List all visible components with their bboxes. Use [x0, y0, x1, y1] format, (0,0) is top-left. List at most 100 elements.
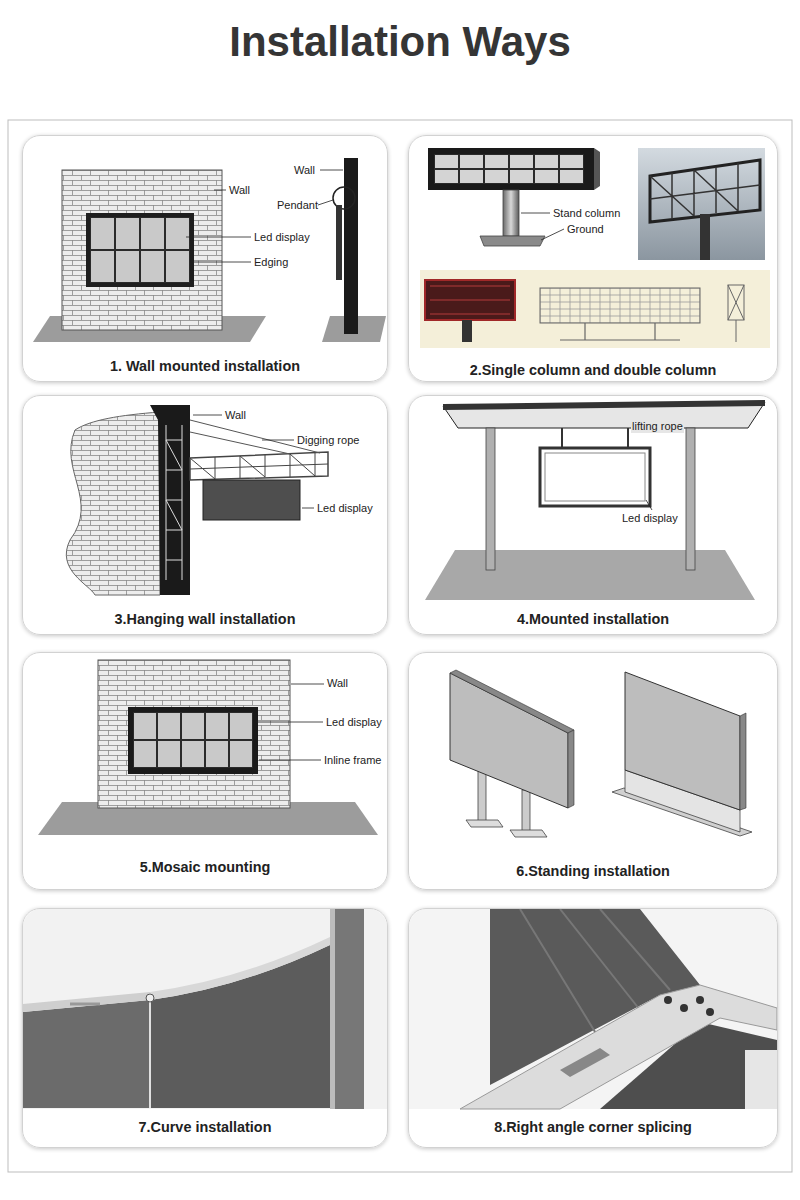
mounted-illustration-part: [443, 400, 765, 410]
curve-photo-part: [146, 994, 154, 1002]
panel-caption: 6.Standing installation: [409, 863, 777, 879]
mosaic-illustration-part: [128, 707, 258, 774]
panel-caption: 5.Mosaic mounting: [23, 859, 387, 875]
curve-photo-part: [150, 945, 330, 1108]
mosaic-illustration-part: [256, 684, 324, 760]
column-mount-illustration-part: [638, 148, 765, 260]
standing-illustration-part: [510, 830, 547, 837]
installation-panel: 7.Curve installation: [22, 908, 388, 1148]
part-label: lifting rope: [631, 420, 684, 433]
mounted-illustration: [425, 400, 765, 600]
corner-photo: [409, 909, 777, 1109]
part-label: Digging rope: [296, 434, 360, 447]
mosaic-illustration-part: [133, 712, 253, 768]
hanging-wall-illustration-part: [166, 425, 182, 580]
curve-photo: [23, 909, 387, 1109]
standing-illustration-part: [466, 820, 503, 827]
standing-illustration: [450, 670, 752, 837]
outer-frame: [8, 120, 792, 1172]
hanging-wall-illustration-part: [150, 405, 190, 595]
corner-photo-part: [664, 996, 672, 1004]
mounted-illustration-part: [545, 453, 645, 501]
standing-illustration-part: [740, 713, 746, 810]
column-mount-illustration-part: [425, 280, 515, 320]
part-label: Led display: [316, 502, 374, 515]
part-label: Stand column: [552, 207, 621, 220]
column-mount-illustration: [420, 148, 770, 348]
standing-illustration-part: [478, 770, 486, 822]
installation-panel: 4.Mounted installation: [408, 395, 778, 635]
column-mount-illustration-part: [560, 323, 680, 340]
corner-photo-part: [696, 996, 704, 1004]
mounted-illustration-part: [562, 428, 628, 448]
curve-photo-part: [149, 993, 151, 1108]
installation-panel: 6.Standing installation: [408, 652, 778, 890]
standing-illustration-part: [568, 730, 574, 808]
mosaic-illustration-part: [98, 660, 290, 808]
column-mount-illustration-part: [428, 148, 594, 190]
mounted-illustration-part: [686, 428, 695, 570]
wall-mount-illustration-part: [186, 170, 343, 262]
hanging-wall-illustration-part: [66, 412, 160, 595]
column-mount-illustration-part: [650, 163, 760, 219]
column-mount-illustration-part: [480, 236, 545, 246]
panel-caption: 1. Wall mounted installation: [23, 358, 387, 374]
page-title: Installation Ways: [0, 18, 800, 66]
column-mount-illustration-part: [594, 148, 600, 190]
column-mount-illustration-part: [420, 270, 770, 348]
wall-mount-illustration-part: [86, 213, 194, 287]
corner-photo-part: [560, 1048, 610, 1077]
installation-panel: 8.Right angle corner splicing: [408, 908, 778, 1148]
curve-photo-part: [70, 1003, 100, 1006]
mounted-illustration-part: [425, 550, 755, 600]
standing-illustration-part: [450, 673, 568, 808]
part-label: Wall: [228, 184, 251, 197]
part-label: Wall: [326, 677, 349, 690]
panel-caption: 2.Single column and double column: [409, 362, 777, 378]
column-mount-illustration-part: [540, 288, 700, 323]
part-label: Led display: [253, 231, 311, 244]
mosaic-illustration: [38, 660, 378, 835]
corner-photo-part: [745, 1050, 777, 1109]
corner-photo-part: [409, 909, 777, 1109]
wall-mount-illustration-part: [336, 205, 342, 280]
mounted-illustration-part: [646, 500, 652, 510]
part-label: Wall: [224, 409, 247, 422]
wall-mount-illustration: [33, 158, 386, 342]
standing-illustration-part: [522, 790, 530, 832]
corner-photo-part: [680, 1004, 688, 1012]
hanging-wall-illustration: [66, 405, 328, 595]
installation-panel: 3.Hanging wall installation: [22, 395, 388, 635]
installation-panel: 2.Single column and double column: [408, 135, 778, 382]
part-label: Inline frame: [323, 754, 382, 767]
standing-illustration-part: [625, 672, 740, 810]
wall-mount-illustration-part: [344, 158, 358, 334]
curve-photo-part: [330, 909, 335, 1109]
hanging-wall-illustration-part: [190, 453, 328, 479]
column-mount-illustration-part: [728, 285, 744, 342]
panel-caption: 3.Hanging wall installation: [23, 611, 387, 627]
panel-caption: 7.Curve installation: [23, 1119, 387, 1135]
curve-photo-part: [330, 909, 364, 1109]
panel-caption: 4.Mounted installation: [409, 611, 777, 627]
curve-photo-part: [23, 992, 150, 1012]
part-label: Led display: [621, 512, 679, 525]
standing-illustration-part: [450, 670, 574, 733]
corner-photo-part: [706, 1008, 714, 1016]
corner-photo-part: [460, 985, 777, 1109]
hanging-wall-illustration-part: [190, 452, 328, 480]
column-mount-illustration-part: [650, 160, 760, 222]
part-label: Ground: [566, 223, 605, 236]
mounted-illustration-part: [540, 448, 650, 506]
column-mount-illustration-part: [434, 154, 584, 184]
wall-mount-illustration-part: [62, 170, 222, 330]
hanging-wall-illustration-part: [203, 480, 300, 520]
column-mount-illustration-part: [462, 320, 472, 342]
part-label: Pendant: [276, 199, 319, 212]
part-label: Wall: [293, 164, 316, 177]
column-mount-illustration-part: [503, 190, 519, 236]
curve-photo-part: [150, 937, 330, 1000]
panel-caption: 8.Right angle corner splicing: [409, 1119, 777, 1135]
column-mount-illustration-part: [700, 214, 710, 260]
